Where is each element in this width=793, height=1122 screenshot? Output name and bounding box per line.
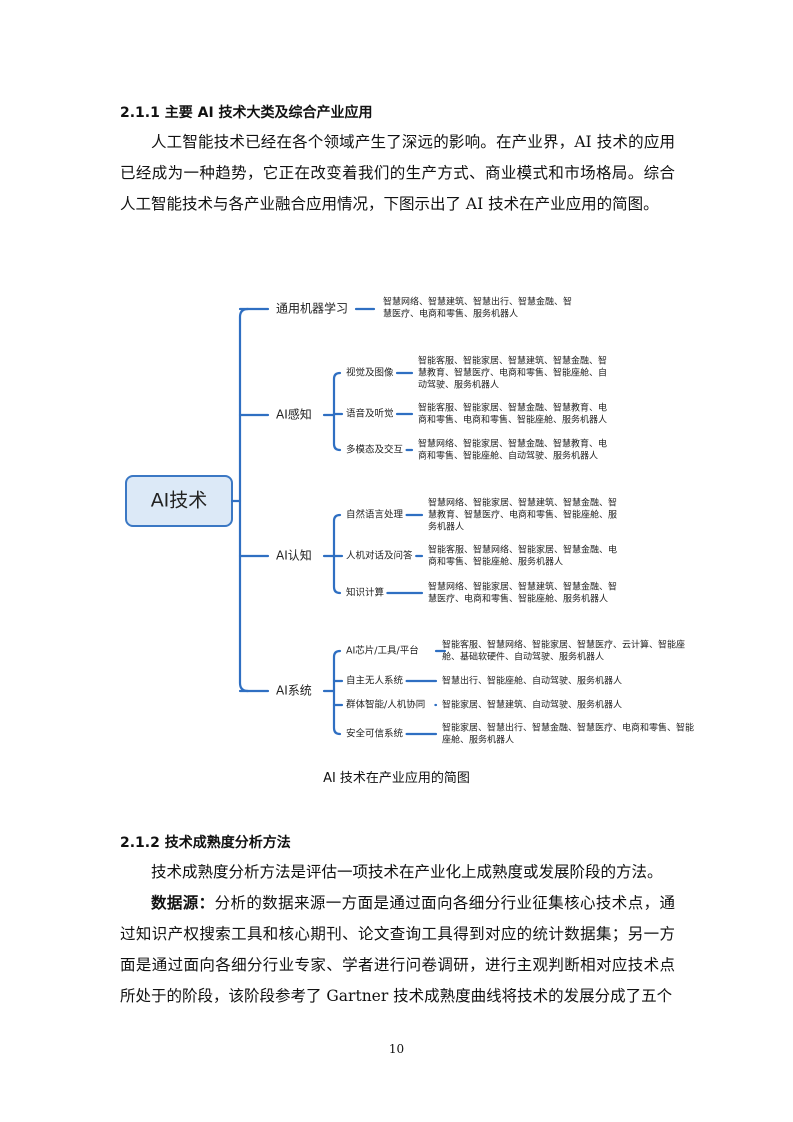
child-app-line: 慧教育、智慧医疗、电商和零售、智能座舱、服: [428, 509, 617, 521]
child-label: 语音及听觉: [346, 408, 394, 420]
child-app-line: 智慧网络、智能家居、智慧建筑、智慧金融、智: [428, 581, 617, 593]
branch-label-3: AI系统: [276, 684, 312, 698]
branch-app-line: 慧医疗、电商和零售、服务机器人: [383, 308, 518, 320]
child-label: 多模态及交互: [346, 444, 404, 456]
child-app-line: 智能客服、智慧网络、智能家居、智慧金融、电: [428, 544, 617, 556]
child-spine-3: [332, 649, 342, 736]
intro-paragraph-text: 人工智能技术已经在各个领域产生了深远的影响。在产业界，AI 技术的应用已经成为一…: [120, 133, 675, 213]
child-label: 自主无人系统: [346, 675, 404, 687]
branch-label-2: AI认知: [276, 549, 312, 563]
child-label: 知识计算: [346, 587, 384, 599]
section-heading-2-1-1: 2.1.1 主要 AI 技术大类及综合产业应用: [120, 105, 373, 121]
child-app-line: 智慧出行、智能座舱、自动驾驶、服务机器人: [442, 675, 622, 687]
data-source-label: 数据源：: [151, 894, 215, 912]
main-spine: [238, 307, 250, 693]
child-app-line: 智慧网络、智能家居、智慧金融、智慧教育、电: [418, 438, 607, 450]
intro-paragraph: 人工智能技术已经在各个领域产生了深远的影响。在产业界，AI 技术的应用已经成为一…: [120, 127, 675, 220]
method-paragraph-2: 数据源：分析的数据来源一方面是通过面向各细分行业征集核心技术点，通过知识产权搜索…: [120, 888, 675, 1012]
root-node-label: AI技术: [151, 490, 208, 512]
child-app-line: 商和零售、电商和零售、智能座舱、服务机器人: [418, 414, 607, 426]
method-paragraph-1: 技术成熟度分析方法是评估一项技术在产业化上成熟度或发展阶段的方法。: [151, 863, 663, 881]
data-source-text: 分析的数据来源一方面是通过面向各细分行业征集核心技术点，通过知识产权搜索工具和核…: [120, 894, 675, 1005]
child-app-line: 慧教育、智慧医疗、电商和零售、智能座舱、自: [418, 367, 607, 379]
child-app-line: 商和零售、智能座舱、服务机器人: [428, 556, 563, 568]
branch-app-line: 智慧网络、智慧建筑、智慧出行、智慧金融、智: [383, 296, 572, 308]
child-app-line: 动驾驶、服务机器人: [418, 379, 499, 391]
figure-caption: AI 技术在产业应用的简图: [323, 771, 470, 786]
child-app-line: 智能客服、智能家居、智慧建筑、智慧金融、智: [418, 355, 607, 367]
child-app-line: 座舱、服务机器人: [442, 734, 514, 746]
page-number: 10: [388, 1042, 405, 1056]
child-app-line: 智能客服、智慧网络、智能家居、智慧医疗、云计算、智能座: [442, 639, 685, 651]
child-app-line: 智慧网络、智能家居、智慧建筑、智慧金融、智: [428, 497, 617, 509]
child-app-line: 智能客服、智能家居、智慧金融、智慧教育、电: [418, 402, 607, 414]
branch-label-0: 通用机器学习: [276, 301, 348, 316]
child-app-line: 务机器人: [428, 521, 464, 533]
child-label: 群体智能/人机协同: [346, 699, 425, 711]
child-app-line: 智能家居、智慧出行、智慧金融、智慧医疗、电商和零售、智能: [442, 722, 694, 734]
child-label: AI芯片/工具/平台: [346, 645, 419, 657]
child-app-line: 商和零售、智能座舱、自动驾驶、服务机器人: [418, 450, 598, 462]
branch-label-1: AI感知: [276, 407, 312, 422]
child-spine-1: [332, 371, 342, 452]
child-app-line: 舱、基础软硬件、自动驾驶、服务机器人: [442, 651, 604, 663]
child-label: 安全可信系统: [346, 728, 404, 740]
child-label: 视觉及图像: [346, 367, 394, 379]
child-label: 自然语言处理: [346, 509, 404, 521]
child-app-line: 慧医疗、电商和零售、智能座舱、服务机器人: [428, 593, 608, 605]
child-app-line: 智能家居、智慧建筑、自动驾驶、服务机器人: [442, 699, 622, 711]
method-paragraph: 技术成熟度分析方法是评估一项技术在产业化上成熟度或发展阶段的方法。 数据源：分析…: [120, 857, 675, 1012]
section-heading-2-1-2: 2.1.2 技术成熟度分析方法: [120, 835, 291, 851]
child-label: 人机对话及问答: [346, 550, 413, 562]
child-spine-2: [332, 513, 342, 595]
